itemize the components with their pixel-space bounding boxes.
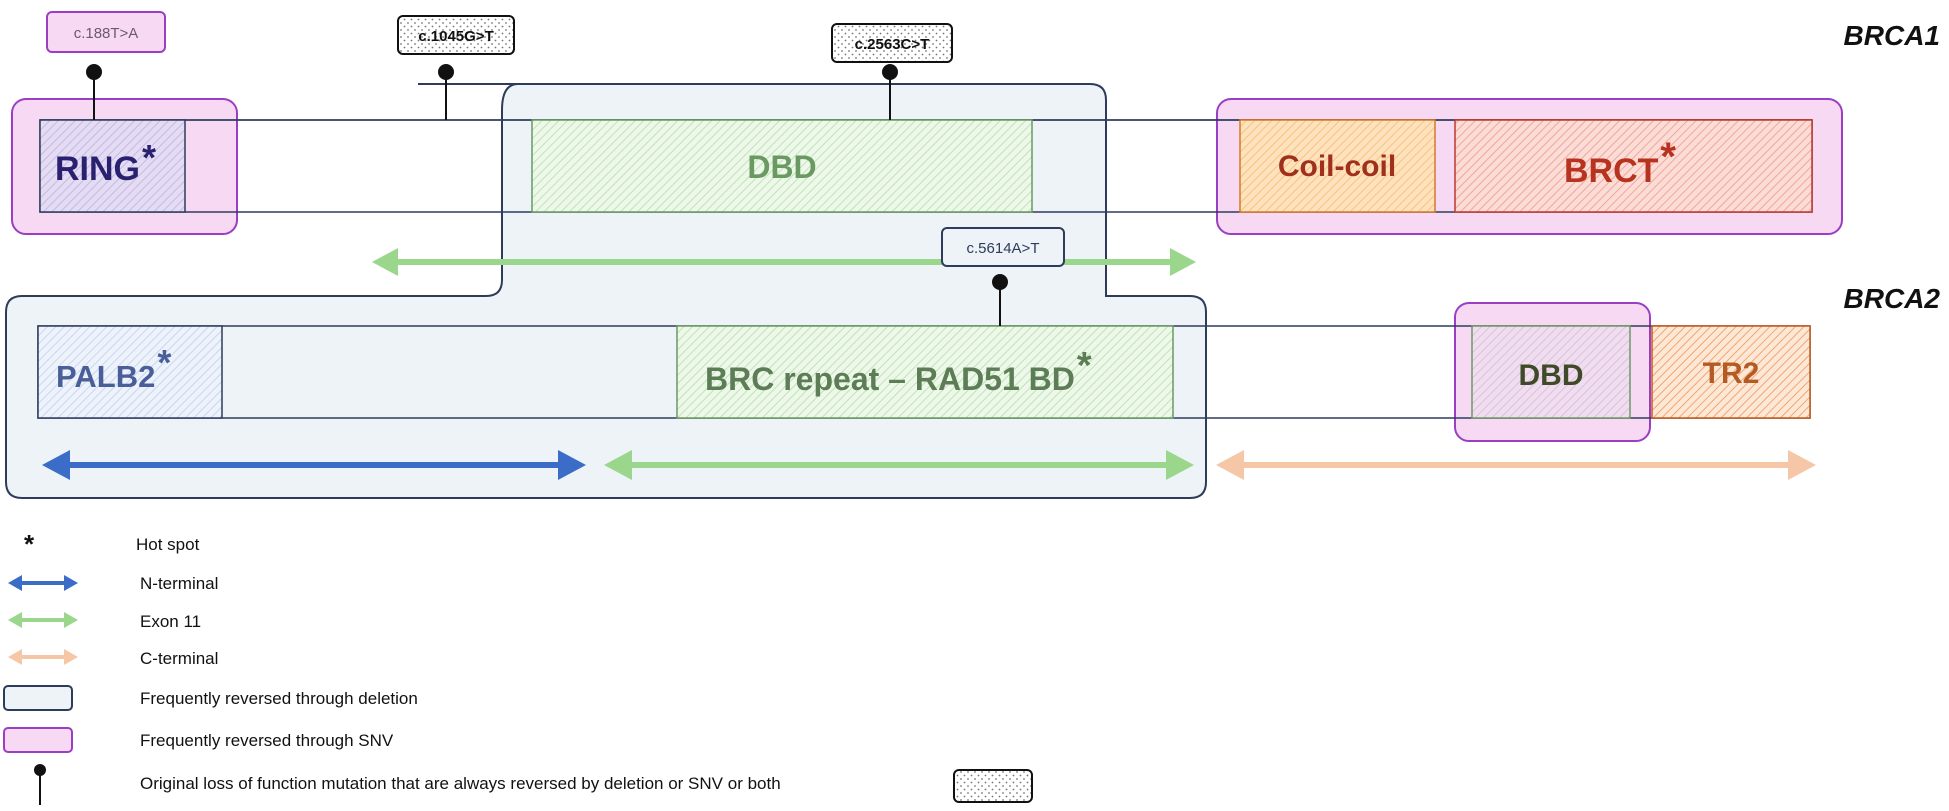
brca1-dbd-label: DBD <box>747 149 816 185</box>
brca2-brc-label: BRC repeat – RAD51 BD* <box>705 345 1092 397</box>
legend-lof-dotted-box <box>953 769 1033 803</box>
brca1-mut3-pin <box>882 64 898 80</box>
brca2-title: BRCA2 <box>1844 283 1941 314</box>
brca2-dbd-label: DBD <box>1519 359 1584 392</box>
brca1-mut2-pin <box>438 64 454 80</box>
brca1-title: BRCA1 <box>1844 20 1940 51</box>
brca2-dbd-domain <box>1471 325 1631 419</box>
legend-lof-pin <box>34 764 46 776</box>
brca1-mut1-label: c.188T>A <box>74 25 139 42</box>
brca1-brct-label: BRCT* <box>1564 135 1676 190</box>
brca1-dbd-domain <box>531 119 1033 213</box>
brca1-brct-domain <box>1454 119 1813 213</box>
brca1-ring-domain <box>39 119 186 213</box>
brca2-palb2-domain <box>37 325 223 419</box>
legend-deletion-swatch <box>3 685 73 711</box>
legend-snv-text: Frequently reversed through SNV <box>140 731 394 750</box>
brca2-tr2-domain <box>1651 325 1811 419</box>
brca1-coil-domain <box>1239 119 1436 213</box>
legend-cterminal-text: C-terminal <box>140 649 218 668</box>
brca1-mut1-pin <box>86 64 102 80</box>
legend-exon11-text: Exon 11 <box>140 612 201 631</box>
legend-deletion-text: Frequently reversed through deletion <box>140 689 418 708</box>
brca2-brc-domain <box>676 325 1174 419</box>
legend-hotspot-text: Hot spot <box>136 535 200 554</box>
brca2-mut1-pin <box>992 274 1008 290</box>
legend: * Hot spot N-terminal Exon 11 C-terminal… <box>3 529 1033 805</box>
brca1-ring-label: RING* <box>55 137 156 188</box>
brca1-mut1-box <box>46 11 166 53</box>
brca2-palb2-label: PALB2* <box>56 342 171 394</box>
legend-nterminal-text: N-terminal <box>140 574 218 593</box>
brca2-mut1-box <box>941 227 1065 267</box>
brca1-mut2-label: c.1045G>T <box>418 28 493 45</box>
legend-snv-swatch <box>3 727 73 753</box>
brca1-mut3-box <box>831 23 953 63</box>
legend-hotspot-symbol: * <box>24 529 35 559</box>
brca1-mut3-label: c.2563C>T <box>855 36 930 53</box>
brca1-coil-label: Coil-coil <box>1278 150 1396 183</box>
brca2-mut1-label: c.5614A>T <box>967 240 1040 257</box>
brca1-mut2-box <box>397 15 515 55</box>
brca2-tr2-label: TR2 <box>1703 357 1760 390</box>
legend-lof-text: Original loss of function mutation that … <box>140 774 781 793</box>
